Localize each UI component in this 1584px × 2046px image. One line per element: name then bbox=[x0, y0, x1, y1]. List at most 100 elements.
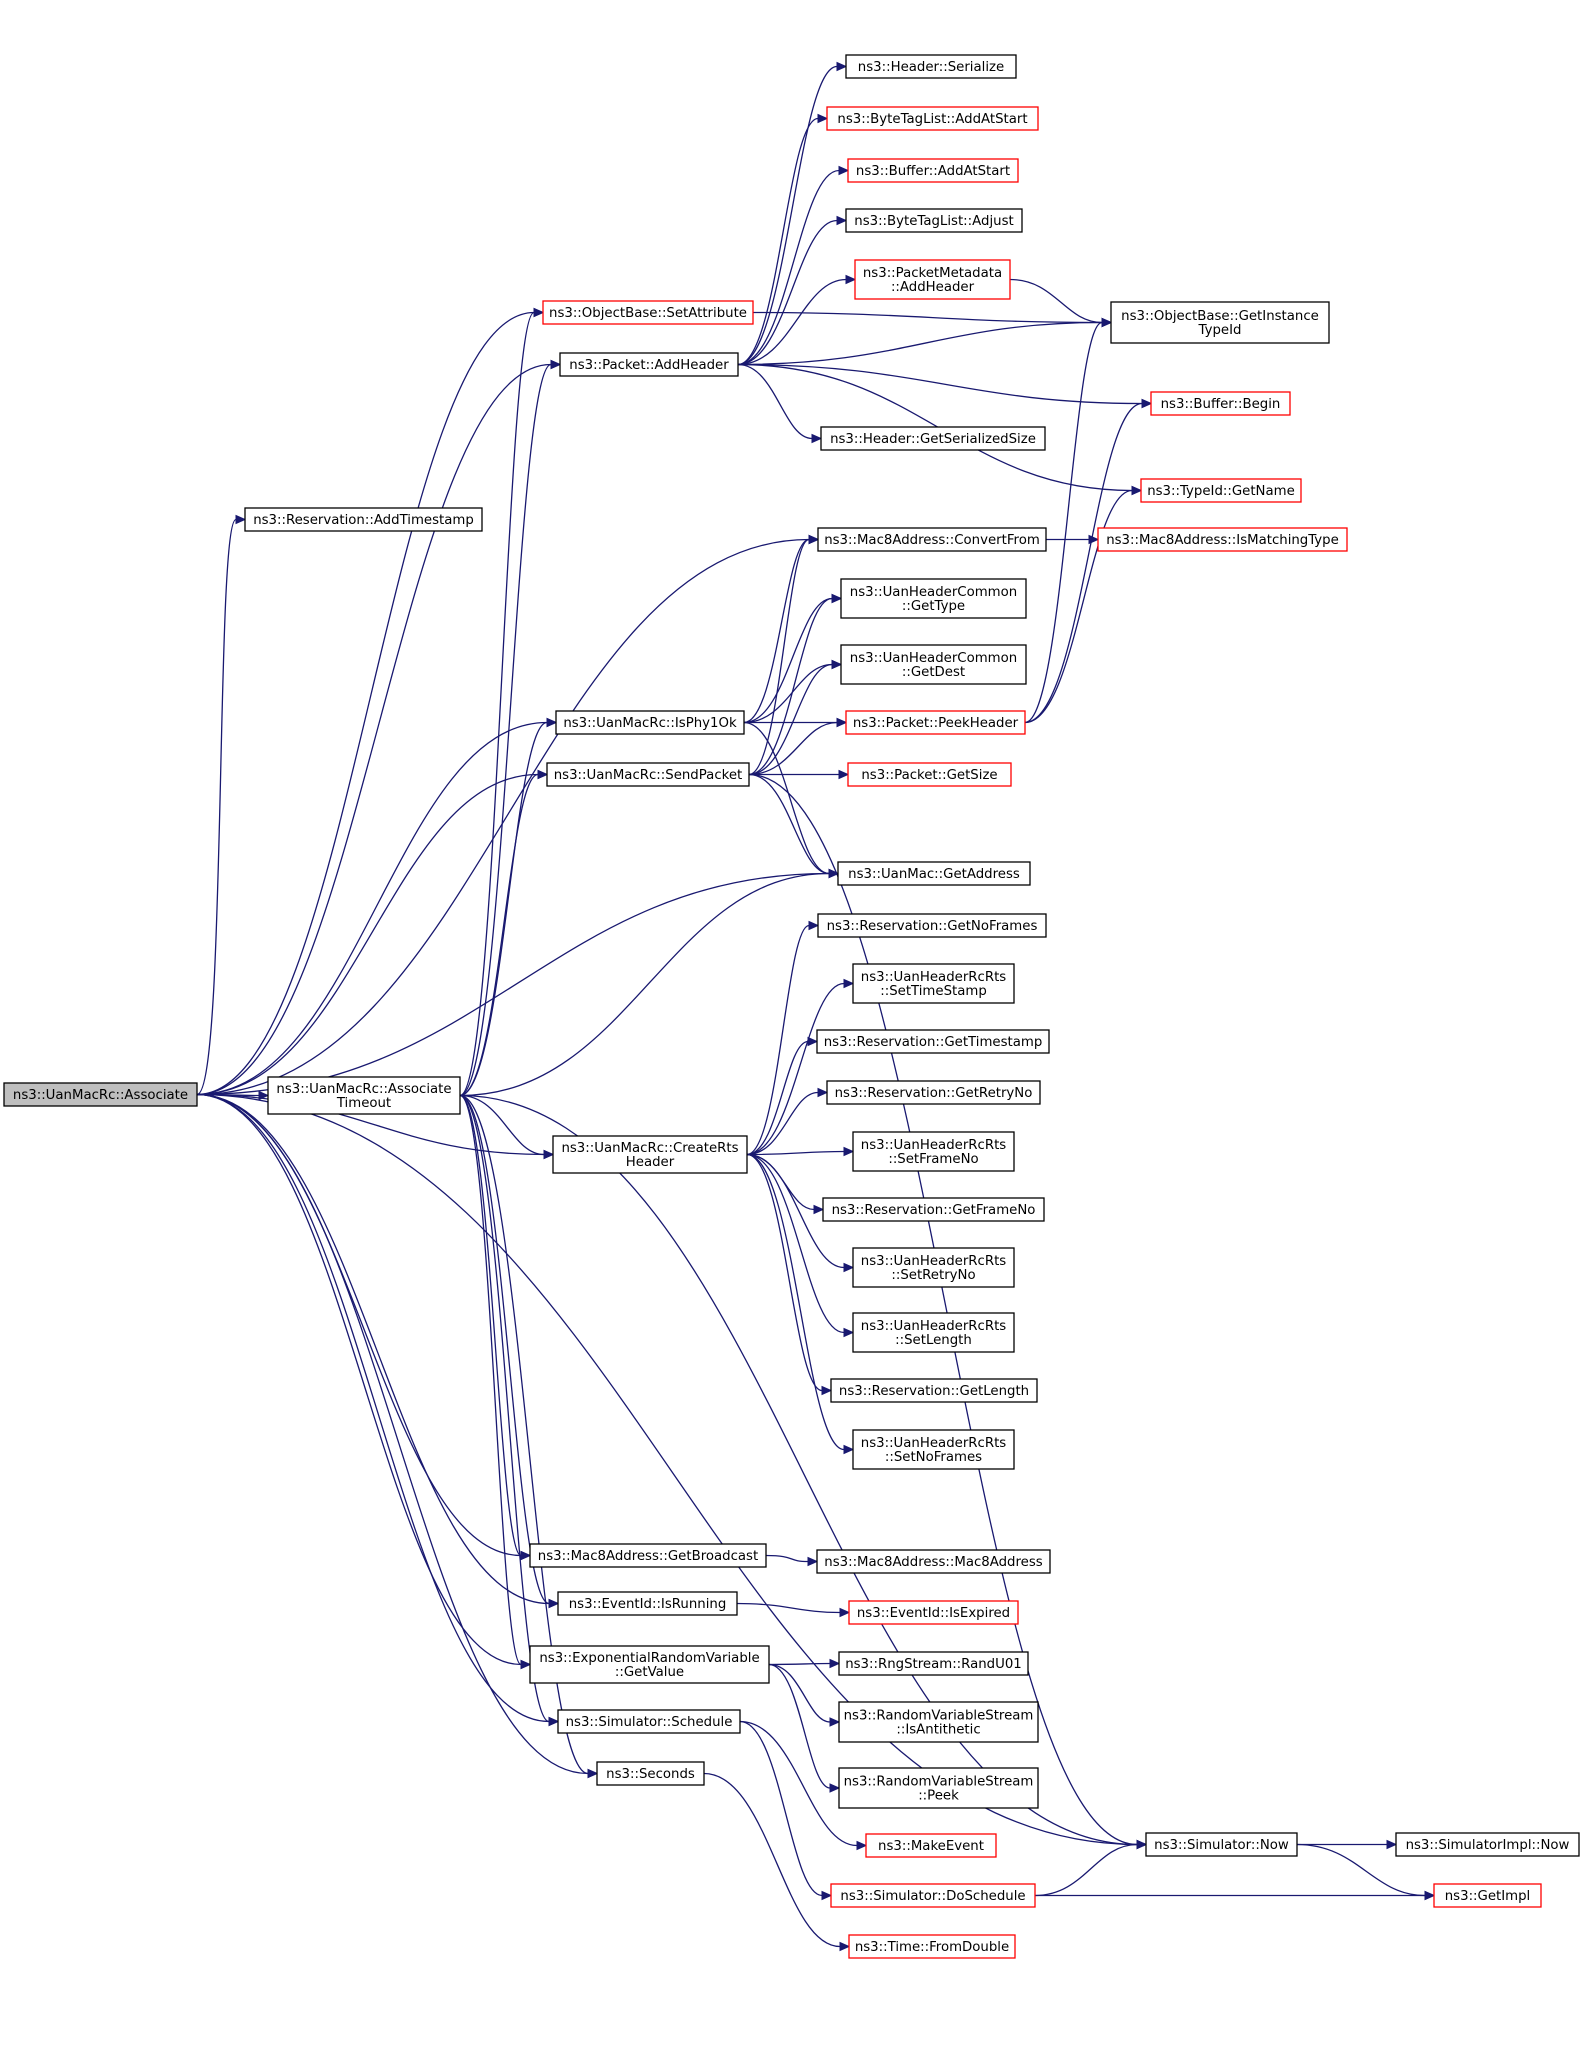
node-packet-get-size[interactable]: ns3::Packet::GetSize bbox=[847, 762, 1012, 787]
node-box[interactable] bbox=[845, 54, 1017, 79]
node-box[interactable] bbox=[817, 527, 1047, 552]
node-time-from-double[interactable]: ns3::Time::FromDouble bbox=[848, 1934, 1016, 1959]
node-rts-set-no-frames[interactable]: ns3::UanHeaderRcRts::SetNoFrames bbox=[852, 1429, 1015, 1470]
node-box[interactable] bbox=[1395, 1832, 1580, 1857]
node-box[interactable] bbox=[552, 1135, 748, 1174]
node-header-serialize[interactable]: ns3::Header::Serialize bbox=[845, 54, 1017, 79]
node-res-get-no-frames[interactable]: ns3::Reservation::GetNoFrames bbox=[817, 913, 1047, 938]
node-box[interactable] bbox=[816, 1029, 1050, 1054]
node-rts-set-frame-no[interactable]: ns3::UanHeaderRcRts::SetFrameNo bbox=[852, 1131, 1015, 1172]
node-sim-schedule[interactable]: ns3::Simulator::Schedule bbox=[557, 1709, 741, 1734]
node-box[interactable] bbox=[546, 762, 750, 787]
node-box[interactable] bbox=[845, 710, 1026, 735]
node-buffer-add-at-start[interactable]: ns3::Buffer::AddAtStart bbox=[847, 158, 1019, 183]
node-send-packet[interactable]: ns3::UanMacRc::SendPacket bbox=[546, 762, 750, 787]
node-box[interactable] bbox=[826, 1080, 1041, 1105]
node-rts-set-timestamp[interactable]: ns3::UanHeaderRcRts::SetTimeStamp bbox=[852, 963, 1015, 1004]
node-mac8-convert-from[interactable]: ns3::Mac8Address::ConvertFrom bbox=[817, 527, 1047, 552]
node-box[interactable] bbox=[1145, 1832, 1298, 1857]
node-typeid-get-name[interactable]: ns3::TypeId::GetName bbox=[1140, 478, 1302, 503]
node-sim-now[interactable]: ns3::Simulator::Now bbox=[1145, 1832, 1298, 1857]
node-box[interactable] bbox=[840, 578, 1027, 619]
node-box[interactable] bbox=[816, 1549, 1051, 1574]
node-box[interactable] bbox=[559, 352, 739, 377]
node-rvs-is-antithetic[interactable]: ns3::RandomVariableStream::IsAntithetic bbox=[838, 1701, 1039, 1743]
node-pm-add-header[interactable]: ns3::PacketMetadata::AddHeader bbox=[854, 259, 1011, 300]
node-rvs-peek[interactable]: ns3::RandomVariableStream::Peek bbox=[838, 1767, 1039, 1809]
node-box[interactable] bbox=[848, 1600, 1019, 1625]
node-box[interactable] bbox=[847, 158, 1019, 183]
node-make-event[interactable]: ns3::MakeEvent bbox=[865, 1833, 997, 1858]
node-box[interactable] bbox=[555, 710, 745, 735]
node-mac8-is-matching[interactable]: ns3::Mac8Address::IsMatchingType bbox=[1097, 527, 1348, 552]
node-box[interactable] bbox=[529, 1543, 767, 1568]
node-box[interactable] bbox=[267, 1076, 461, 1115]
node-box[interactable] bbox=[244, 507, 483, 532]
node-eventid-is-expired[interactable]: ns3::EventId::IsExpired bbox=[848, 1600, 1019, 1625]
node-box[interactable] bbox=[820, 426, 1046, 451]
node-packet-peek-header[interactable]: ns3::Packet::PeekHeader bbox=[845, 710, 1026, 735]
node-box[interactable] bbox=[1110, 301, 1330, 344]
node-box[interactable] bbox=[596, 1761, 705, 1786]
node-sim-do-schedule[interactable]: ns3::Simulator::DoSchedule bbox=[830, 1883, 1036, 1908]
node-res-get-retry-no[interactable]: ns3::Reservation::GetRetryNo bbox=[826, 1080, 1041, 1105]
node-box[interactable] bbox=[838, 1767, 1039, 1809]
node-box[interactable] bbox=[557, 1591, 738, 1616]
node-uanmac-get-address[interactable]: ns3::UanMac::GetAddress bbox=[837, 861, 1031, 886]
node-box[interactable] bbox=[838, 1651, 1029, 1676]
node-mac8-get-broadcast[interactable]: ns3::Mac8Address::GetBroadcast bbox=[529, 1543, 767, 1568]
node-box[interactable] bbox=[826, 106, 1039, 131]
node-uhc-get-type[interactable]: ns3::UanHeaderCommon::GetType bbox=[840, 578, 1027, 619]
node-rts-set-length[interactable]: ns3::UanHeaderRcRts::SetLength bbox=[852, 1312, 1015, 1353]
node-rts-set-retry-no[interactable]: ns3::UanHeaderRcRts::SetRetryNo bbox=[852, 1247, 1015, 1288]
node-box[interactable] bbox=[852, 1429, 1015, 1470]
node-box[interactable] bbox=[542, 300, 754, 325]
node-uhc-get-dest[interactable]: ns3::UanHeaderCommon::GetDest bbox=[840, 644, 1027, 685]
node-exp-get-value[interactable]: ns3::ExponentialRandomVariable::GetValue bbox=[529, 1645, 770, 1684]
node-box[interactable] bbox=[830, 1883, 1036, 1908]
node-box[interactable] bbox=[852, 1131, 1015, 1172]
node-box[interactable] bbox=[1433, 1883, 1542, 1908]
node-box[interactable] bbox=[852, 963, 1015, 1004]
node-box[interactable] bbox=[845, 208, 1023, 233]
node-rng-randu01[interactable]: ns3::RngStream::RandU01 bbox=[838, 1651, 1029, 1676]
node-eventid-is-running[interactable]: ns3::EventId::IsRunning bbox=[557, 1591, 738, 1616]
node-mac8-ctor[interactable]: ns3::Mac8Address::Mac8Address bbox=[816, 1549, 1051, 1574]
node-res-get-timestamp[interactable]: ns3::Reservation::GetTimestamp bbox=[816, 1029, 1050, 1054]
node-box[interactable] bbox=[852, 1247, 1015, 1288]
node-add-header[interactable]: ns3::Packet::AddHeader bbox=[559, 352, 739, 377]
node-box[interactable] bbox=[865, 1833, 997, 1858]
node-get-impl[interactable]: ns3::GetImpl bbox=[1433, 1883, 1542, 1908]
node-box[interactable] bbox=[1140, 478, 1302, 503]
node-add-timestamp[interactable]: ns3::Reservation::AddTimestamp bbox=[244, 507, 483, 532]
node-box[interactable] bbox=[852, 1312, 1015, 1353]
node-associate[interactable]: ns3::UanMacRc::Associate bbox=[3, 1082, 198, 1107]
node-box[interactable] bbox=[817, 913, 1047, 938]
node-seconds[interactable]: ns3::Seconds bbox=[596, 1761, 705, 1786]
node-box[interactable] bbox=[822, 1197, 1045, 1222]
node-set-attribute[interactable]: ns3::ObjectBase::SetAttribute bbox=[542, 300, 754, 325]
node-box[interactable] bbox=[837, 861, 1031, 886]
node-bytetag-add-at-start[interactable]: ns3::ByteTagList::AddAtStart bbox=[826, 106, 1039, 131]
node-box[interactable] bbox=[840, 644, 1027, 685]
node-box[interactable] bbox=[848, 1934, 1016, 1959]
node-header-get-ser-size[interactable]: ns3::Header::GetSerializedSize bbox=[820, 426, 1046, 451]
node-box[interactable] bbox=[3, 1082, 198, 1107]
node-box[interactable] bbox=[557, 1709, 741, 1734]
node-bytetag-adjust[interactable]: ns3::ByteTagList::Adjust bbox=[845, 208, 1023, 233]
node-buffer-begin[interactable]: ns3::Buffer::Begin bbox=[1150, 391, 1291, 416]
node-box[interactable] bbox=[847, 762, 1012, 787]
node-res-get-length[interactable]: ns3::Reservation::GetLength bbox=[830, 1378, 1038, 1403]
node-simimpl-now[interactable]: ns3::SimulatorImpl::Now bbox=[1395, 1832, 1580, 1857]
node-box[interactable] bbox=[830, 1378, 1038, 1403]
node-res-get-frame-no[interactable]: ns3::Reservation::GetFrameNo bbox=[822, 1197, 1045, 1222]
node-box[interactable] bbox=[529, 1645, 770, 1684]
node-box[interactable] bbox=[838, 1701, 1039, 1743]
node-box[interactable] bbox=[1150, 391, 1291, 416]
node-box[interactable] bbox=[1097, 527, 1348, 552]
node-box[interactable] bbox=[854, 259, 1011, 300]
node-is-phy1ok[interactable]: ns3::UanMacRc::IsPhy1Ok bbox=[555, 710, 745, 735]
